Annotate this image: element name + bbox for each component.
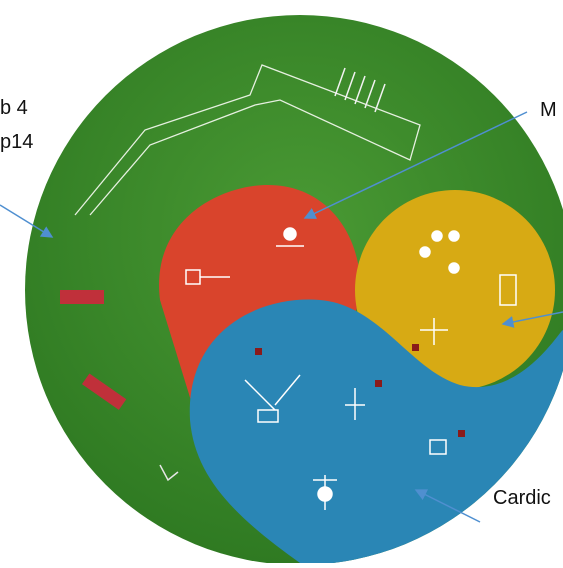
arrow-bottom-right [414, 489, 481, 523]
yellow-zone [355, 190, 555, 390]
track-outline [74, 64, 421, 216]
equipment-icon [185, 227, 517, 510]
label-left-line1: b 4 [0, 97, 28, 119]
label-top-right: M [540, 99, 557, 121]
label-bottom-right: Cardic [493, 487, 551, 509]
blue-zone [189, 299, 563, 563]
red-bench-1 [60, 290, 104, 304]
arrow-top-right [303, 111, 528, 219]
arrow-left [0, 204, 54, 238]
label-left-line2: p14 [0, 131, 34, 153]
arrow-right [501, 311, 563, 328]
small-markers [255, 344, 465, 437]
red-bench-2 [81, 373, 127, 410]
pull-up-bars-icon [334, 67, 386, 113]
marker-corner [159, 464, 179, 482]
